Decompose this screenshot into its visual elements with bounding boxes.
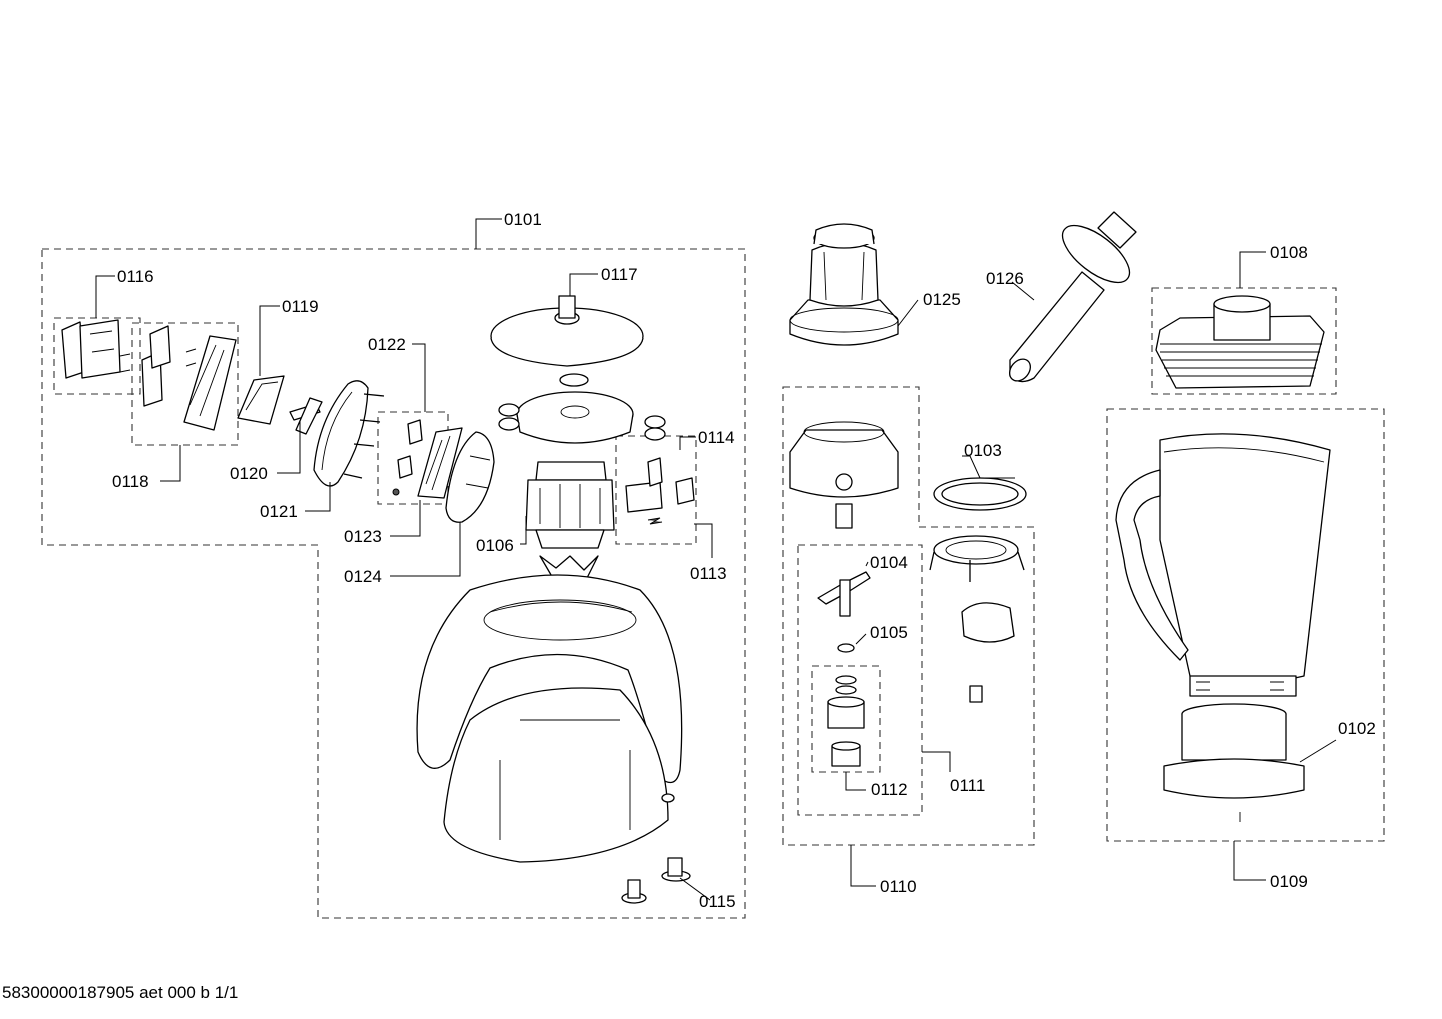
- label-0110: 0110: [880, 877, 917, 896]
- part-0114-switch: [625, 457, 695, 525]
- label-0114: 0114: [698, 428, 735, 447]
- part-0108-lid: [1155, 295, 1325, 389]
- label-0105: 0105: [870, 623, 908, 642]
- part-0112-bearing: [827, 675, 865, 767]
- group-box-0101: [41, 248, 746, 919]
- label-0113: 0113: [690, 564, 727, 583]
- label-0104: 0104: [870, 553, 908, 572]
- part-0122-pcb-parts: [392, 419, 423, 496]
- part-0121-housing-cover: [313, 380, 385, 487]
- part-motor-mount: [498, 391, 666, 444]
- group-box-0116: [53, 317, 141, 395]
- part-drawings: [61, 211, 1331, 904]
- part-0106-motor: [525, 461, 615, 581]
- label-0112: 0112: [871, 780, 908, 799]
- part-0124-rear-plate: [445, 431, 495, 523]
- part-0111-coupler-ring: [929, 535, 1025, 703]
- label-0111: 0111: [950, 776, 985, 795]
- group-box-0118: [131, 322, 239, 446]
- part-0119-bracket: [237, 375, 285, 425]
- part-0109-jug: [1115, 433, 1331, 697]
- part-0117-top-plate: [490, 295, 644, 387]
- label-0108: 0108: [1270, 243, 1308, 262]
- label-0102: 0102: [1338, 719, 1376, 738]
- label-0122: 0122: [368, 335, 406, 354]
- leader-lines: [95, 218, 1337, 901]
- group-box-0122: [377, 411, 449, 505]
- part-0104-blade: [817, 571, 871, 617]
- label-0106: 0106: [476, 536, 514, 555]
- part-0118-control-panel: [141, 325, 237, 431]
- part-0110-blade-holder: [789, 421, 899, 529]
- part-0103-seal-ring: [933, 477, 1027, 511]
- label-0124: 0124: [344, 567, 382, 586]
- part-0105-washer: [837, 643, 855, 653]
- part-0125-grinder: [789, 223, 899, 346]
- group-box-0110: [782, 386, 1035, 846]
- label-0119: 0119: [282, 297, 319, 316]
- document-reference: 58300000187905 aet 000 b 1/1: [2, 983, 238, 1002]
- label-0117: 0117: [601, 265, 638, 284]
- label-0121: 0121: [260, 502, 298, 521]
- label-0120: 0120: [230, 464, 268, 483]
- label-0118: 0118: [112, 472, 149, 491]
- label-0101: 0101: [504, 210, 542, 229]
- label-0109: 0109: [1270, 872, 1308, 891]
- label-0126: 0126: [986, 269, 1024, 288]
- label-0125: 0125: [923, 290, 961, 309]
- part-0115-feet: [621, 857, 691, 904]
- group-box-0111: [797, 544, 923, 816]
- part-0116-switch-cover: [61, 319, 131, 379]
- label-0115: 0115: [699, 892, 736, 911]
- label-0123: 0123: [344, 527, 382, 546]
- part-0120-knob: [289, 397, 323, 435]
- part-0123-pcb: [417, 427, 463, 499]
- part-0102-jug-base: [1163, 703, 1305, 822]
- label-0116: 0116: [117, 267, 154, 286]
- group-box-0109: [1106, 408, 1385, 842]
- part-labels: 0101 0116 0117 0119 0122 0125 0126 0108 …: [112, 210, 1376, 911]
- part-0126-tamper: [1009, 211, 1137, 383]
- label-0103: 0103: [964, 441, 1002, 460]
- part-base-housing: [416, 574, 683, 863]
- group-boxes: [41, 248, 1385, 919]
